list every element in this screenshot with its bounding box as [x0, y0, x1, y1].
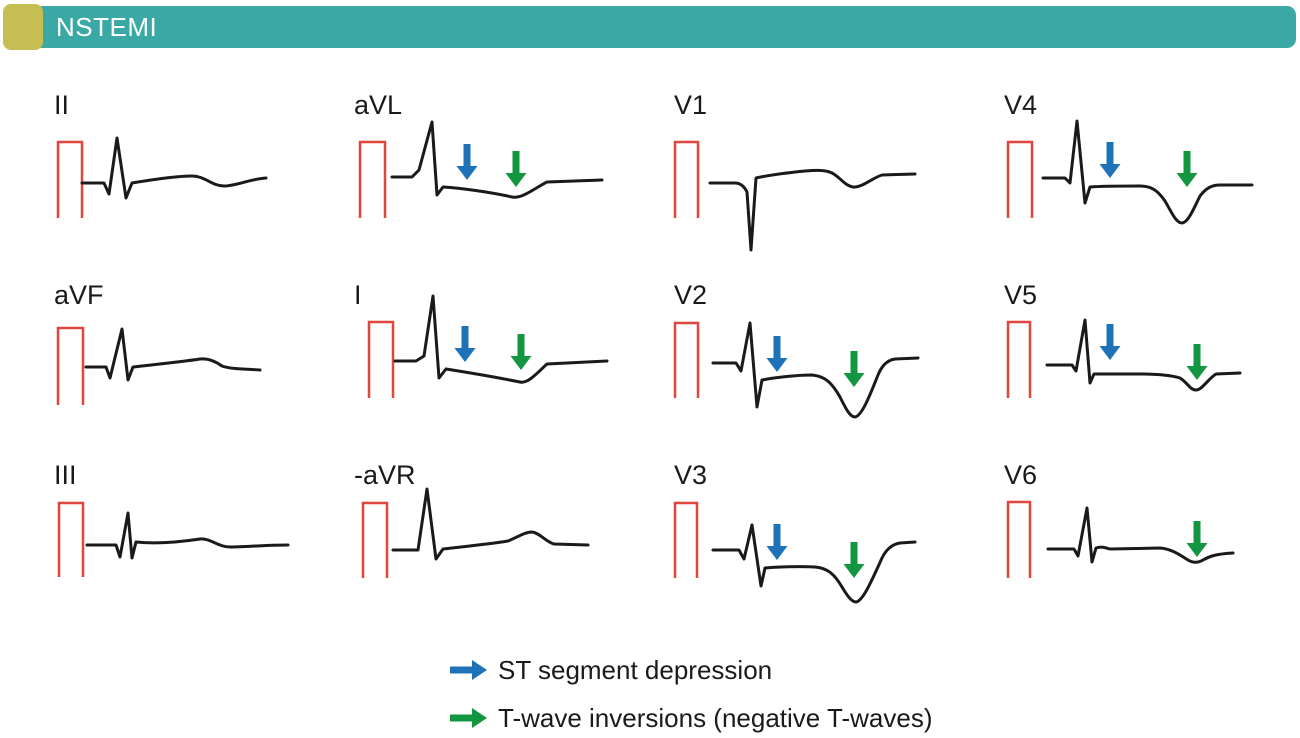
- calibration-pulse-icon: [1006, 500, 1032, 578]
- lead-label: III: [54, 460, 77, 490]
- t-wave-inversion-arrow-icon: [450, 708, 487, 728]
- ecg-trace: [1006, 318, 1242, 398]
- ecg-waveform: [711, 523, 917, 604]
- ecg-trace: [673, 501, 917, 604]
- ecg-trace: [367, 294, 609, 398]
- ecg-lead-panel: V5: [990, 280, 1290, 460]
- t-wave-inversion-arrow-icon: [1186, 521, 1208, 557]
- ecg-trace: [1006, 119, 1254, 225]
- st-depression-arrow-icon: [450, 660, 487, 680]
- lead-label: V2: [674, 280, 708, 310]
- ecg-waveform: [393, 294, 609, 384]
- lead-label: -aVR: [354, 460, 416, 490]
- legend-label: ST segment depression: [498, 654, 773, 685]
- ecg-waveform: [1041, 119, 1254, 225]
- lead-label: V4: [1004, 90, 1038, 120]
- ecg-lead-panel: -aVR: [340, 460, 640, 640]
- st-depression-arrow-icon: [766, 524, 788, 560]
- ecg-waveform: [85, 511, 290, 560]
- ecg-waveform: [84, 327, 262, 382]
- st-depression-arrow-icon: [1099, 324, 1121, 360]
- calibration-pulse-icon: [1006, 140, 1034, 218]
- ecg-trace: [56, 326, 262, 405]
- ecg-lead-panel: V4: [990, 90, 1290, 270]
- t-wave-inversion-arrow-icon: [1186, 344, 1208, 380]
- header-accent-square: [3, 4, 43, 50]
- ecg-trace: [57, 501, 290, 577]
- t-wave-inversion-arrow-icon: [505, 151, 527, 187]
- page-title: NSTEMI: [56, 12, 158, 42]
- ecg-waveform: [391, 487, 590, 561]
- ecg-waveform: [80, 136, 268, 200]
- ecg-waveform: [1046, 506, 1235, 564]
- legend-label: T-wave inversions (negative T-waves): [498, 702, 933, 733]
- ecg-lead-grid: II aVL V1 V4 aVF I: [0, 90, 1290, 640]
- lead-label: V6: [1004, 460, 1038, 490]
- ecg-lead-panel: aVF: [40, 280, 340, 460]
- ecg-waveform: [708, 168, 917, 252]
- ecg-trace: [673, 140, 917, 252]
- lead-label: V1: [674, 90, 708, 120]
- calibration-pulse-icon: [367, 320, 395, 398]
- ecg-lead-panel: V2: [660, 280, 960, 460]
- lead-label: aVL: [354, 90, 403, 120]
- calibration-pulse-icon: [1006, 320, 1032, 398]
- calibration-pulse-icon: [56, 326, 85, 405]
- st-depression-arrow-icon: [766, 336, 788, 372]
- ecg-trace: [361, 487, 590, 578]
- header: NSTEMI: [0, 0, 1300, 52]
- t-wave-inversion-arrow-icon: [1176, 151, 1198, 187]
- lead-label: I: [354, 280, 362, 310]
- ecg-waveform: [711, 321, 920, 419]
- st-depression-arrow-icon: [454, 326, 476, 362]
- t-wave-inversion-arrow-icon: [510, 334, 532, 370]
- lead-label: II: [54, 90, 70, 120]
- calibration-pulse-icon: [361, 501, 389, 578]
- ecg-lead-panel: V1: [660, 90, 960, 270]
- ecg-trace: [673, 321, 920, 419]
- t-wave-inversion-arrow-icon: [843, 351, 865, 387]
- ecg-lead-panel: aVL: [340, 90, 640, 270]
- legend-item: T-wave inversions (negative T-waves): [448, 694, 932, 738]
- lead-label: V5: [1004, 280, 1038, 310]
- calibration-pulse-icon: [673, 140, 700, 218]
- ecg-lead-panel: I: [340, 280, 640, 460]
- ecg-lead-panel: III: [40, 460, 340, 640]
- ecg-lead-panel: II: [40, 90, 340, 270]
- ecg-waveform: [390, 120, 604, 199]
- st-depression-arrow-icon: [456, 144, 478, 180]
- ecg-trace: [358, 120, 604, 218]
- ecg-waveform: [1045, 318, 1242, 392]
- calibration-pulse-icon: [673, 501, 699, 578]
- ecg-lead-panel: V6: [990, 460, 1290, 640]
- legend: ST segment depression T-wave inversions …: [448, 646, 932, 738]
- lead-label: aVF: [54, 280, 104, 310]
- ecg-lead-panel: V3: [660, 460, 960, 640]
- t-wave-inversion-arrow-icon: [843, 542, 865, 578]
- calibration-pulse-icon: [56, 140, 84, 218]
- header-bar: [30, 6, 1296, 48]
- ecg-trace: [1006, 500, 1235, 578]
- calibration-pulse-icon: [673, 321, 700, 398]
- lead-label: V3: [674, 460, 708, 490]
- ecg-trace: [56, 136, 268, 218]
- calibration-pulse-icon: [358, 140, 387, 218]
- st-depression-arrow-icon: [1099, 142, 1121, 178]
- calibration-pulse-icon: [57, 501, 85, 577]
- legend-item: ST segment depression: [448, 646, 932, 694]
